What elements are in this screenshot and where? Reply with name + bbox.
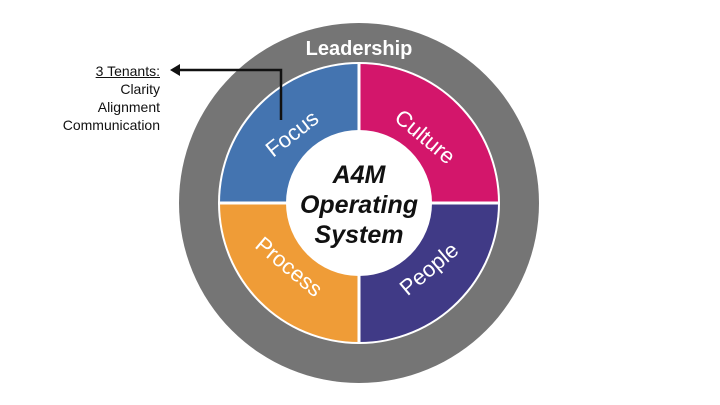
center-line-3: System <box>315 221 404 249</box>
connector-line <box>178 68 283 120</box>
center-line-1: A4M <box>332 161 387 189</box>
tenant-item: Clarity <box>120 81 160 97</box>
tenant-item: Communication <box>62 117 160 133</box>
center-circle <box>286 130 432 276</box>
ring-label: Leadership <box>306 38 413 60</box>
tenant-item: Alignment <box>97 99 160 115</box>
tenants-heading: 3 Tenants: <box>95 63 160 79</box>
center-line-2: Operating <box>300 191 418 219</box>
tenants-note: 3 Tenants: Clarity Alignment Communicati… <box>63 62 160 134</box>
arrow-head-icon <box>170 64 180 76</box>
